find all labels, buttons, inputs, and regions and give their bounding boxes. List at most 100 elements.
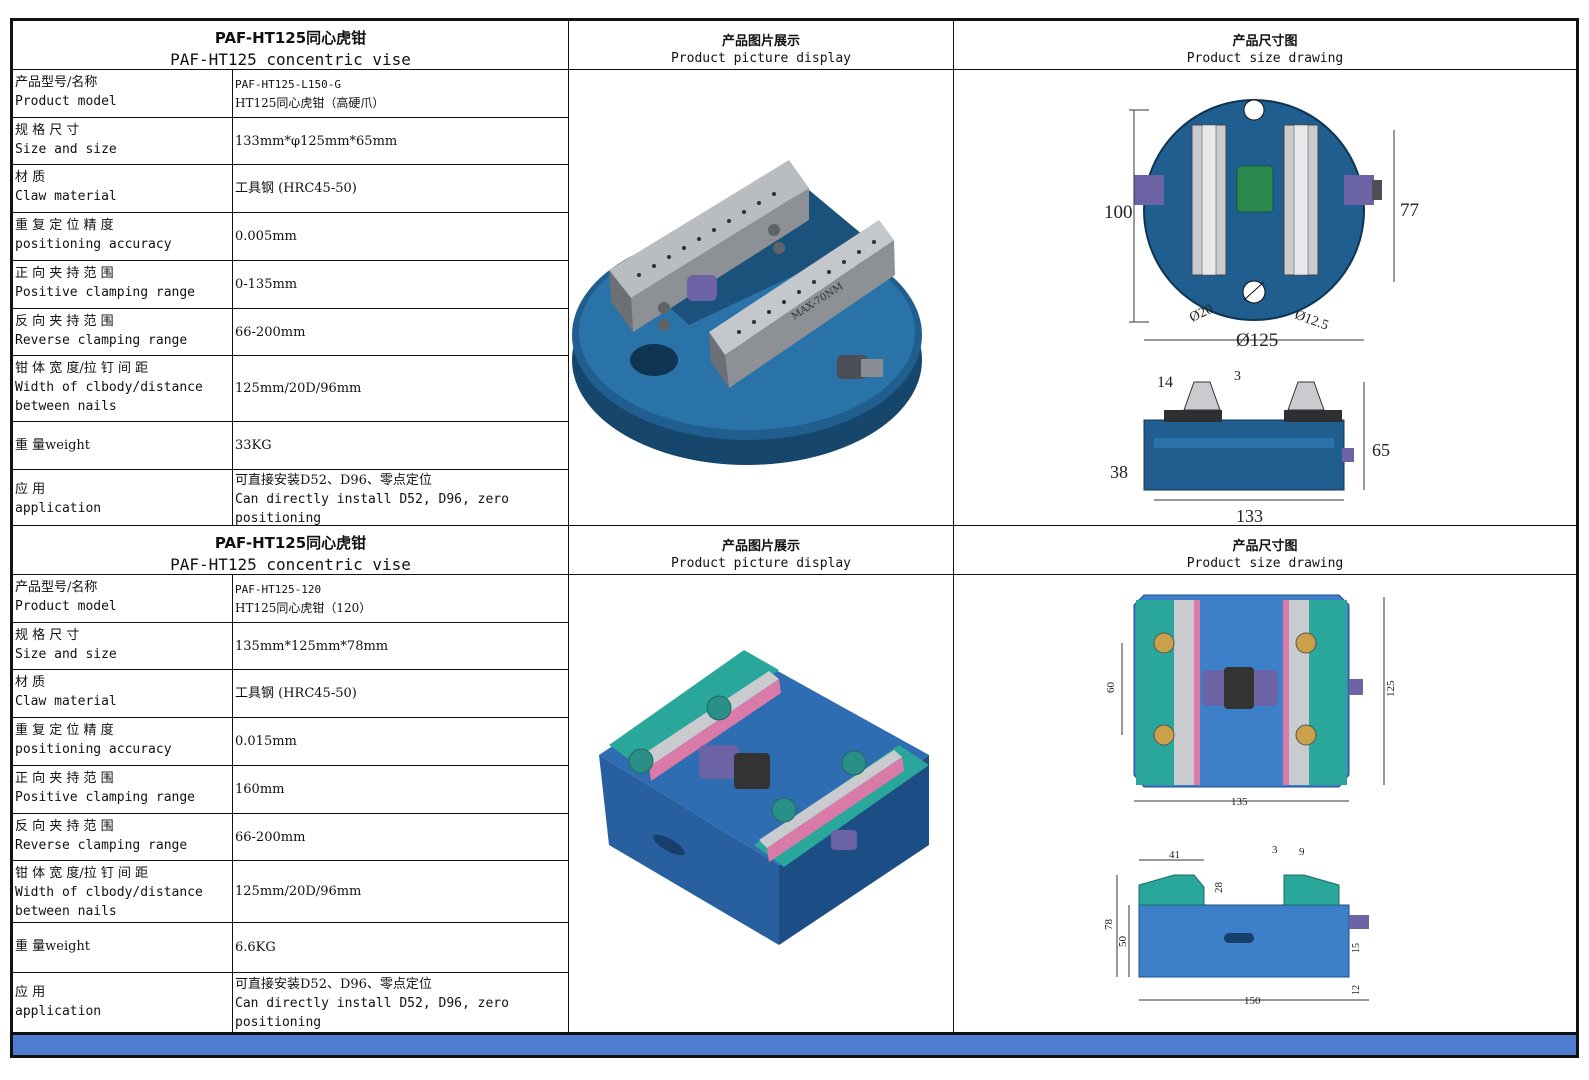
picture-header-en: Product picture display [670,556,851,571]
spec-label-model: 产品型号/名称 Product model [13,70,233,118]
drawing-header-zh: 产品尺寸图 [1232,539,1298,554]
value-line-1: 133mm*φ125mm*65mm [235,133,398,149]
label-en: Product model [15,94,117,109]
dim-label: 150 [1244,995,1261,1007]
label-zh: 钳 体 宽 度/拉 钉 间 距 [15,866,149,881]
spec-label-size: 规 格 尺 寸 Size and size [13,623,233,670]
value-line-1: 66-200mm [235,829,306,845]
value-line-1: PAF-HT125-120 [235,582,322,596]
dim-label: 3 [1234,369,1241,384]
product-block-2: PAF-HT125同心虎钳 PAF-HT125 concentric vise … [13,526,1576,1033]
dim-label: 78 [1103,919,1115,931]
product-title-cell: PAF-HT125同心虎钳 PAF-HT125 concentric vise [13,21,569,70]
label-en: Reverse clamping range [15,838,188,853]
value-line-1: 125mm/20D/96mm [235,381,362,396]
label-en: Size and size [15,647,117,662]
spec-value-material: 工具钢 (HRC45-50) [233,165,569,213]
spec-label-reverse-range: 反 向 夹 持 范 围 Reverse clamping range [13,309,233,356]
drawing-header-en: Product size drawing [1186,556,1344,571]
label-zh: 反 向 夹 持 范 围 [15,314,114,329]
label-en: Positive clamping range [15,790,196,805]
picture-header-zh: 产品图片展示 [721,34,800,49]
drawing-header-zh: 产品尺寸图 [1232,34,1298,49]
spec-label-positive-range: 正 向 夹 持 范 围 Positive clamping range [13,766,233,814]
label-en: positioning accuracy [15,742,172,757]
dim-label: 77 [1400,200,1419,221]
product-drawing-cell: 100 77 Ø20 Ø12.5 Ø125 133 38 [954,70,1576,526]
spec-label-application: 应 用 application [13,973,233,1033]
spec-label-weight: 重 量weight [13,923,233,973]
label-en: application [15,1004,102,1019]
spec-value-positive-range: 160mm [233,766,569,814]
footer-bar [13,1033,1576,1055]
vise-render-2 [599,650,929,945]
spec-label-accuracy: 重 复 定 位 精 度 positioning accuracy [13,718,233,766]
label-zh: 材 质 [15,170,46,185]
label-zh: 正 向 夹 持 范 围 [15,771,114,786]
picture-header: 产品图片展示 Product picture display [569,526,954,575]
value-line-1: 可直接安装D52、D96、零点定位 [235,473,432,488]
picture-header-en: Product picture display [670,51,851,66]
dim-label: 41 [1169,849,1180,861]
label-zh: 产品型号/名称 [15,75,98,90]
product-title-en: PAF-HT125 concentric vise [170,555,411,574]
label-en: Claw material [15,189,117,204]
vise-render-1: MAX-70NM [572,160,922,465]
label-zh: 应 用 [15,985,46,1000]
spec-label-size: 规 格 尺 寸 Size and size [13,118,233,165]
label-zh: 重 量weight [15,939,91,954]
dim-label: Ø125 [1236,330,1278,351]
drawing-header: 产品尺寸图 Product size drawing [954,21,1576,70]
spec-label-weight: 重 量weight [13,422,233,470]
product-picture-cell: MAX-70NM [569,70,954,526]
dim-label: 12 [1351,985,1362,995]
spec-value-accuracy: 0.005mm [233,213,569,261]
label-zh: 规 格 尺 寸 [15,628,80,643]
dim-label: 125 [1385,680,1397,697]
size-drawing-2: 60 125 135 41 28 3 9 78 50 15 [1103,594,1397,1007]
dim-label: 28 [1213,882,1225,894]
value-line-1: 0.015mm [235,734,297,749]
label-zh: 产品型号/名称 [15,580,98,595]
dim-label: Ø12.5 [1293,308,1331,334]
value-line-2: Can directly install D52, D96, zero posi… [235,492,509,526]
label-zh: 重 复 定 位 精 度 [15,218,114,233]
label-zh: 应 用 [15,482,46,497]
label-en: Positive clamping range [15,285,196,300]
spec-value-material: 工具钢 (HRC45-50) [233,670,569,718]
value-line-1: 0.005mm [235,229,297,244]
value-line-1: 66-200mm [235,324,306,340]
spec-value-accuracy: 0.015mm [233,718,569,766]
label-en: Size and size [15,142,117,157]
dim-label: 38 [1110,462,1128,482]
picture-header-zh: 产品图片展示 [721,539,800,554]
dim-label: 50 [1117,936,1129,948]
product-title-zh: PAF-HT125同心虎钳 [214,29,367,47]
value-line-1: 125mm/20D/96mm [235,884,362,899]
dim-label: 15 [1351,943,1362,953]
value-line-2: HT125同心虎钳（高硬爪） [235,95,385,110]
picture-header: 产品图片展示 Product picture display [569,21,954,70]
dim-label: 9 [1299,846,1305,858]
spec-value-size: 133mm*φ125mm*65mm [233,118,569,165]
label-en: Reverse clamping range [15,333,188,348]
label-en: Width of clbody/distance between nails [15,380,203,414]
spec-value-width: 125mm/20D/96mm [233,861,569,923]
value-line-1: 工具钢 (HRC45-50) [235,181,357,196]
dim-label: 100 [1104,202,1133,223]
value-line-1: 33KG [235,438,272,453]
label-zh: 重 复 定 位 精 度 [15,723,114,738]
value-line-1: 工具钢 (HRC45-50) [235,686,357,701]
spec-value-application: 可直接安装D52、D96、零点定位 Can directly install D5… [233,470,569,526]
label-zh: 规 格 尺 寸 [15,123,80,138]
spec-label-material: 材 质 Claw material [13,165,233,213]
